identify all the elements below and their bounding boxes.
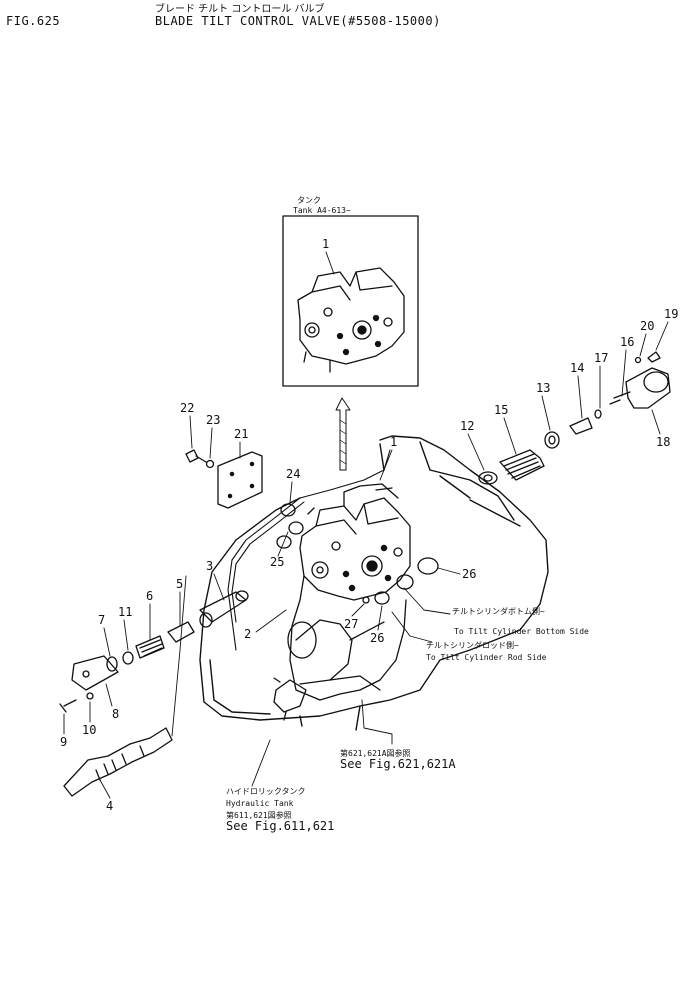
cover-plate [185, 449, 263, 509]
callout-11: 11 [118, 605, 132, 619]
callouts: 1 2 3 4 5 6 7 8 9 10 11 12 13 1 [60, 307, 678, 813]
callout-26-right: 26 [462, 567, 476, 581]
callout-25: 25 [270, 555, 284, 569]
callout-16: 16 [620, 335, 634, 349]
leader-lines [251, 587, 451, 787]
figure-number: FIG.625 [6, 14, 61, 28]
callout-4: 4 [106, 799, 113, 813]
notes: チルトシリンダボトム側~ To Tilt Cylinder Bottom Sid… [226, 606, 589, 833]
left-spool-assembly [59, 575, 249, 797]
callout-20: 20 [640, 319, 654, 333]
callout-24: 24 [286, 467, 300, 481]
callout-22: 22 [180, 401, 194, 415]
callout-17: 17 [594, 351, 608, 365]
note-fig611-ref: 第611,621図参照 [226, 810, 292, 820]
diagram-title: BLADE TILT CONTROL VALVE(#5508-15000) [155, 14, 441, 28]
note-tank-jp: ハイドロリックタンク [226, 787, 306, 796]
callout-27: 27 [344, 617, 358, 631]
hydraulic-tank [199, 435, 549, 731]
callout-5: 5 [176, 577, 183, 591]
note-bottom-side-jp: チルトシリンダボトム側~ [452, 606, 545, 616]
o-rings [276, 503, 439, 605]
callout-12: 12 [460, 419, 474, 433]
callout-14: 14 [570, 361, 584, 375]
tubes [227, 449, 391, 651]
callout-1: 1 [390, 435, 397, 449]
note-rod-side-jp: チルトシリンダロッド側~ [426, 640, 519, 650]
callout-23: 23 [206, 413, 220, 427]
inset-callout-1: 1 [322, 237, 329, 251]
note-fig611-see: See Fig.611,621 [226, 819, 334, 833]
inset-label-jp: タンク [297, 196, 321, 205]
right-spool-assembly [478, 351, 671, 485]
callout-6: 6 [146, 589, 153, 603]
note-bottom-side-en: To Tilt Cylinder Bottom Side [454, 627, 589, 636]
callout-8: 8 [112, 707, 119, 721]
callout-18: 18 [656, 435, 670, 449]
callout-9: 9 [60, 735, 67, 749]
callout-15: 15 [494, 403, 508, 417]
note-tank-en: Hydraulic Tank [226, 799, 294, 808]
callout-3: 3 [206, 559, 213, 573]
title-japanese: ブレード チルト コントロール バルブ [155, 4, 325, 15]
callout-2: 2 [244, 627, 251, 641]
callout-19: 19 [664, 307, 678, 321]
callout-7: 7 [98, 613, 105, 627]
arrow-to-inset [335, 397, 351, 471]
note-rod-side-en: To Tilt Cylinder Rod Side [426, 653, 547, 662]
note-fig621-ref: 第621,621A図参照 [340, 748, 411, 758]
inset-label-en: Tank A4-613~ [293, 206, 351, 215]
callout-10: 10 [82, 723, 96, 737]
callout-21: 21 [234, 427, 248, 441]
callout-26-lower: 26 [370, 631, 384, 645]
callout-13: 13 [536, 381, 550, 395]
control-valve-body [273, 483, 411, 721]
inset-box: タンク Tank A4-613~ 1 [282, 196, 419, 387]
note-fig621-see: See Fig.621,621A [340, 757, 456, 771]
